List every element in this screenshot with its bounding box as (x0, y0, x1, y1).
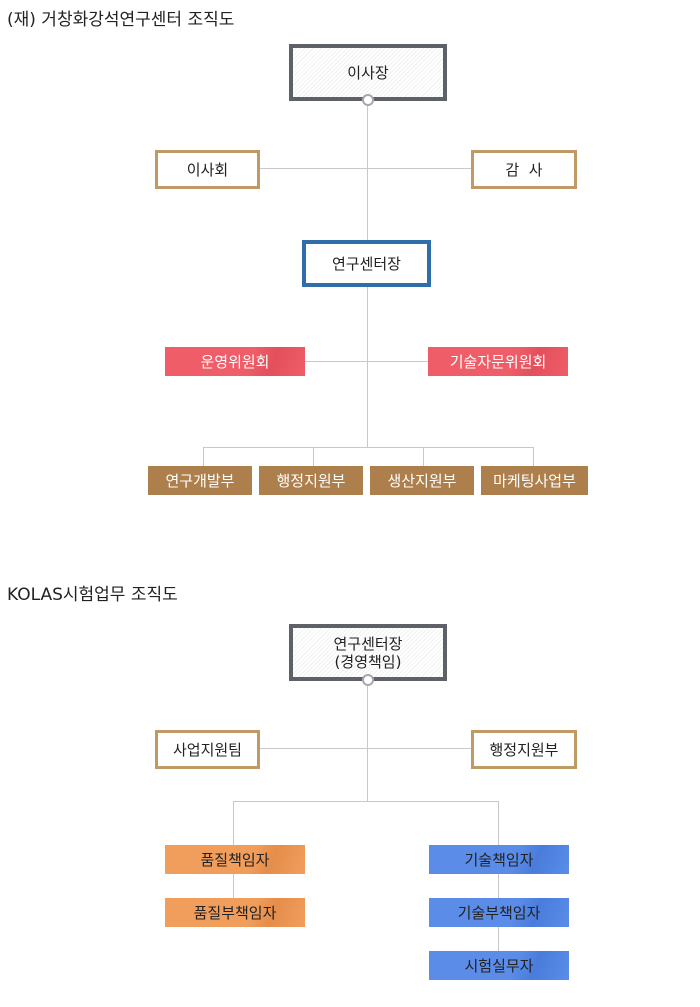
tech-head-box: 기술책임자 (429, 845, 569, 874)
chairman-label: 이사장 (347, 63, 389, 82)
department-label: 연구개발부 (165, 471, 235, 490)
connector-line (498, 873, 499, 898)
auditor-box: 감 사 (471, 150, 577, 189)
connector-line (304, 361, 430, 362)
department-label: 행정지원부 (276, 471, 346, 490)
committee-left-label: 운영위원회 (200, 352, 270, 371)
connector-line (233, 801, 234, 845)
connector-line (313, 447, 314, 466)
connector-line (498, 926, 499, 951)
admin-dept-box: 행정지원부 (471, 730, 577, 769)
kolas-director-sublabel: (경영책임) (334, 652, 402, 671)
quality-head-label: 품질책임자 (200, 850, 270, 869)
department-box: 연구개발부 (148, 466, 252, 495)
kolas-director-box: 연구센터장 (경영책임) (289, 624, 447, 681)
chart1-title: (재) 거창화강석연구센터 조직도 (7, 10, 235, 30)
tech-deputy-label: 기술부책임자 (457, 903, 541, 922)
connector-line (259, 748, 473, 749)
connector-line (367, 680, 368, 801)
test-staff-box: 시험실무자 (429, 951, 569, 980)
auditor-label: 감 사 (505, 160, 543, 179)
committee-right-label: 기술자문위원회 (449, 352, 547, 371)
connector-node (362, 94, 374, 106)
admin-dept-label: 행정지원부 (489, 740, 559, 759)
kolas-director-label: 연구센터장 (333, 634, 403, 653)
department-label: 생산지원부 (387, 471, 457, 490)
connector-line (367, 100, 368, 241)
board-label: 이사회 (186, 160, 229, 179)
tech-deputy-box: 기술부책임자 (429, 898, 569, 927)
quality-deputy-label: 품질부책임자 (193, 903, 277, 922)
connector-line (498, 801, 499, 845)
connector-line (233, 801, 499, 802)
connector-line (233, 873, 234, 898)
committee-right-box: 기술자문위원회 (428, 347, 568, 376)
department-box: 마케팅사업부 (481, 466, 588, 495)
department-box: 행정지원부 (259, 466, 363, 495)
connector-line (367, 287, 368, 447)
committee-left-box: 운영위원회 (165, 347, 305, 376)
business-team-label: 사업지원팀 (172, 740, 242, 759)
business-team-box: 사업지원팀 (155, 730, 260, 769)
connector-node (362, 674, 374, 686)
chart2-title: KOLAS시험업무 조직도 (7, 585, 178, 605)
quality-head-box: 품질책임자 (165, 845, 305, 874)
quality-deputy-box: 품질부책임자 (165, 898, 305, 927)
connector-line (423, 447, 424, 466)
connector-line (203, 447, 204, 466)
test-staff-label: 시험실무자 (464, 956, 534, 975)
chairman-box: 이사장 (289, 44, 447, 101)
connector-line (259, 168, 473, 169)
tech-head-label: 기술책임자 (464, 850, 534, 869)
connector-line (533, 447, 534, 466)
director-box: 연구센터장 (302, 240, 431, 287)
department-box: 생산지원부 (370, 466, 474, 495)
connector-line (203, 447, 533, 448)
department-label: 마케팅사업부 (493, 471, 576, 490)
director-label: 연구센터장 (331, 254, 401, 273)
board-box: 이사회 (155, 150, 260, 189)
